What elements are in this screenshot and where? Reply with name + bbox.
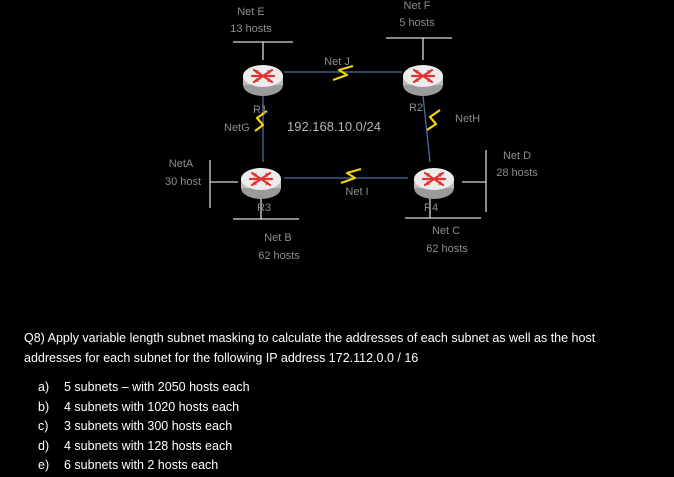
net-j-label: Net J <box>324 56 350 68</box>
link-r2-r4 <box>422 95 431 163</box>
option-text: 6 subnets with 2 hosts each <box>64 458 219 472</box>
net-g-wan-icon <box>254 110 268 132</box>
router-r4-label: R4 <box>424 202 439 214</box>
router-r2-label: R2 <box>409 102 424 114</box>
net-b-label: Net B <box>264 232 292 244</box>
net-j-wan-icon <box>332 64 354 82</box>
option-letter: b) <box>38 399 50 414</box>
net-a-label: NetA <box>168 158 194 170</box>
net-c-hosts: 62 hosts <box>426 243 468 255</box>
router-r4-icon <box>412 166 456 201</box>
option-item: c) 3 subnets with 300 hosts each <box>38 417 250 437</box>
option-item: a) 5 subnets – with 2050 hosts each <box>38 378 250 398</box>
option-item: b) 4 subnets with 1020 hosts each <box>38 398 250 418</box>
router-r1-label: R1 <box>253 104 268 116</box>
net-g-label: NetG <box>224 122 250 134</box>
question-text: Q8) Apply variable length subnet masking… <box>24 331 596 365</box>
main-subnet-address: 192.168.10.0/24 <box>287 119 381 134</box>
option-item: e) 6 subnets with 2 hosts each <box>38 456 250 476</box>
option-text: 3 subnets with 300 hosts each <box>64 419 233 433</box>
net-f-label: Net F <box>403 0 431 12</box>
net-c-label: Net C <box>431 225 461 237</box>
router-r2-icon <box>401 63 445 98</box>
option-text: 5 subnets – with 2050 hosts each <box>64 380 250 394</box>
router-r1-icon <box>241 63 285 98</box>
options-list: a) 5 subnets – with 2050 hosts each b) 4 s… <box>38 378 250 476</box>
net-f-hosts: 5 hosts <box>399 17 435 29</box>
option-letter: e) <box>38 458 50 472</box>
network-diagram <box>209 37 487 220</box>
net-i-label: Net I <box>345 186 369 198</box>
option-letter: c) <box>38 419 49 433</box>
net-d-hosts: 28 hosts <box>496 167 538 179</box>
option-item: d) 4 subnets with 128 hosts each <box>38 437 250 457</box>
net-h-label: NetH <box>455 113 481 125</box>
net-h-wan-icon <box>426 109 441 131</box>
option-text: 4 subnets with 1020 hosts each <box>64 399 240 414</box>
net-d-label: Net D <box>502 150 532 162</box>
net-b-hosts: 62 hosts <box>258 250 300 262</box>
net-e-hosts: 13 hosts <box>230 23 272 35</box>
router-r3-icon <box>239 166 283 201</box>
net-i-wan-icon <box>340 167 362 185</box>
router-r3-label: R3 <box>257 202 272 214</box>
option-text: 4 subnets with 128 hosts each <box>64 438 233 453</box>
option-letter: a) <box>38 380 50 394</box>
net-e-label: Net E <box>237 6 265 18</box>
net-a-hosts: 30 host <box>164 176 202 188</box>
option-letter: d) <box>38 438 50 453</box>
